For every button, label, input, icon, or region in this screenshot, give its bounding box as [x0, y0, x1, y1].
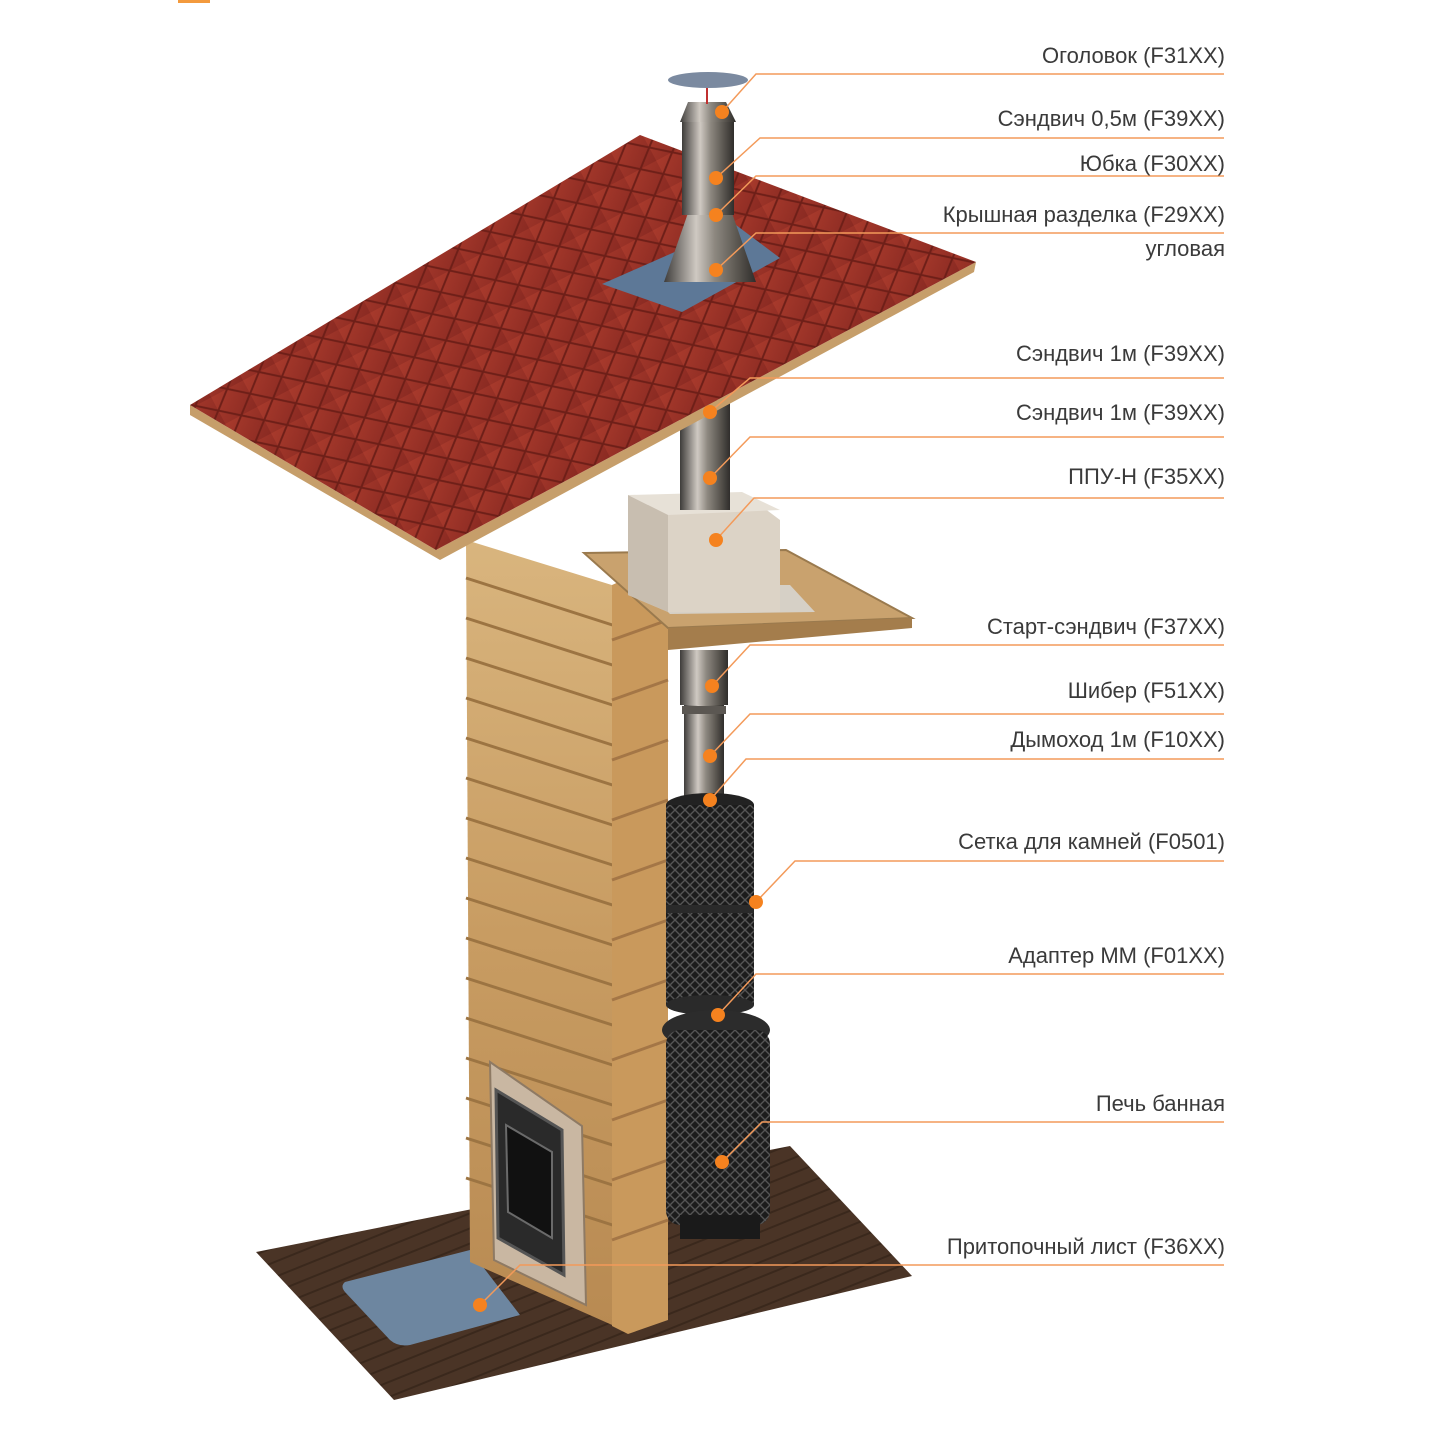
dot-roof-cut [709, 263, 723, 277]
leader-ogolovok [721, 73, 1224, 113]
leader-shiber [709, 713, 1224, 757]
leader-roof-cut [715, 232, 1224, 271]
leader-ppu-n [715, 497, 1224, 541]
label-adapter: Адаптер ММ (F01XX) [1008, 943, 1225, 968]
dot-ppu-n [709, 533, 723, 547]
ppu-box-side [628, 495, 668, 612]
leader-start-sandwich [711, 644, 1224, 687]
label-roof-cut: Крышная разделка (F29XX) [942, 202, 1225, 227]
label-shiber: Шибер (F51XX) [1067, 678, 1225, 703]
label-dymokhod: Дымоход 1м (F10XX) [1010, 727, 1225, 752]
label-roof-cut-line2: угловая [1145, 236, 1225, 261]
dot-sandwich-05 [709, 171, 723, 185]
skirt [664, 213, 756, 282]
stone-mesh-band [666, 905, 754, 913]
label-ogolovok: Оголовок (F31XX) [1041, 43, 1225, 68]
label-sandwich-05: Сэндвич 0,5м (F39XX) [997, 106, 1225, 131]
label-yubka: Юбка (F30XX) [1079, 151, 1225, 176]
label-sandwich-1-a: Сэндвич 1м (F39XX) [1015, 341, 1225, 366]
leader-stone-mesh [755, 860, 1224, 903]
ogolovok-cap [668, 72, 748, 88]
leader-lines [479, 73, 1224, 1306]
wooden-wall-edge [612, 560, 668, 1334]
dot-start-sandwich [705, 679, 719, 693]
leader-stove [721, 1121, 1224, 1163]
shiber-ring [682, 706, 726, 714]
dot-ogolovok [715, 105, 729, 119]
label-stone-mesh: Сетка для камней (F0501) [958, 829, 1225, 854]
dot-adapter [711, 1008, 725, 1022]
dot-sandwich-1-a [703, 405, 717, 419]
wall-log-lines [465, 576, 629, 1232]
fire-door-glass [504, 1123, 553, 1240]
label-sandwich-1-b: Сэндвич 1м (F39XX) [1015, 400, 1225, 425]
corner-accent-mark [178, 0, 210, 3]
stove-body [666, 1030, 770, 1225]
dot-stone-mesh [749, 895, 763, 909]
dot-yubka [709, 208, 723, 222]
label-fire-sheet: Притопочный лист (F36XX) [946, 1234, 1225, 1259]
roof-shingles [190, 135, 976, 550]
wall-edge-lines [611, 618, 669, 1242]
dot-dymokhod [703, 793, 717, 807]
fire-sheet-plate [342, 1250, 520, 1346]
label-ppu-n: ППУ-Н (F35XX) [1068, 464, 1225, 489]
sandwich-pipe-05 [682, 120, 734, 215]
leader-sandwich-05 [715, 137, 1224, 179]
leader-yubka [715, 175, 1224, 216]
leader-fire-sheet [479, 1264, 1224, 1306]
leader-dymokhod [709, 758, 1224, 801]
marker-dots [473, 105, 763, 1312]
leader-adapter [717, 973, 1224, 1016]
stove-base [680, 1215, 760, 1239]
dot-stove [715, 1155, 729, 1169]
label-stove: Печь банная [1095, 1091, 1225, 1116]
dot-shiber [703, 749, 717, 763]
leader-sandwich-1-a [709, 377, 1224, 413]
ceiling-board-edge [668, 618, 912, 650]
leader-sandwich-1-b [709, 436, 1224, 479]
dot-sandwich-1-b [703, 471, 717, 485]
label-start-sandwich: Старт-сэндвич (F37XX) [986, 614, 1225, 639]
dot-fire-sheet [473, 1298, 487, 1312]
